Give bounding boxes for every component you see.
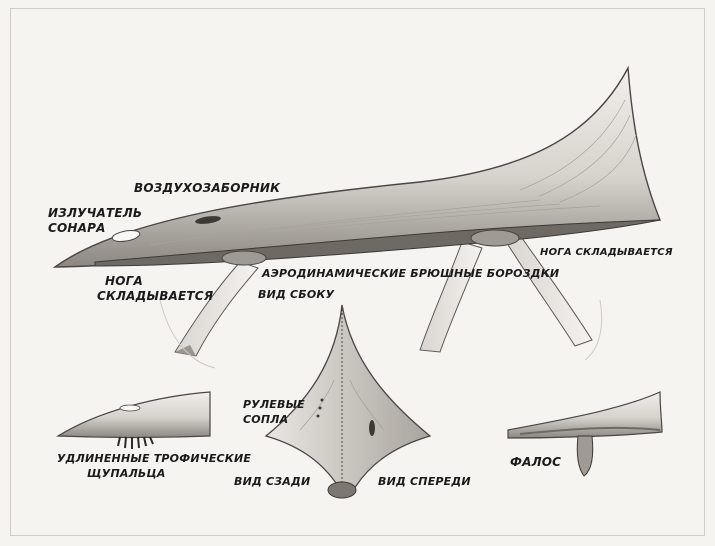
label-sonar-emitter: ИЗЛУЧАТЕЛЬ СОНАРА <box>48 206 142 236</box>
label-trophic-tentacles-line1: УДЛИНЕННЫЕ ТРОФИЧЕСКИЕ <box>57 452 252 465</box>
body-hull <box>52 65 662 268</box>
tentacle-detail-figure <box>56 391 211 449</box>
left-leg-joint <box>221 250 267 266</box>
phallus-detail-hull <box>507 391 663 439</box>
label-leg-folds-right: НОГА СКЛАДЫВАЕТСЯ <box>540 247 673 258</box>
label-phallus: ФАЛОС <box>510 455 562 469</box>
phallus-organ <box>576 435 594 477</box>
right-leg-joint <box>470 229 520 247</box>
label-rear-view: ВИД СЗАДИ <box>234 475 311 488</box>
tentacle-detail-hull <box>56 391 211 439</box>
label-side-view: ВИД СБОКУ <box>258 288 335 301</box>
phallus-detail-figure <box>507 391 663 477</box>
sheet-border <box>10 8 705 536</box>
label-leg-folds-left-line2: СКЛАДЫВАЕТСЯ <box>97 289 214 303</box>
label-steering-nozzles: РУЛЕВЫЕ СОПЛА <box>243 397 305 427</box>
label-sonar-emitter-line1: ИЗЛУЧАТЕЛЬ <box>48 206 143 220</box>
right-leg-back <box>504 237 593 347</box>
label-leg-folds-left: НОГА СКЛАДЫВАЕТСЯ <box>97 274 213 304</box>
sonar-emitter-spot <box>111 230 141 242</box>
label-trophic-tentacles-line2: ЩУПАЛЬЦА <box>87 467 166 480</box>
label-front-view: ВИД СПЕРЕДИ <box>378 475 471 488</box>
label-air-intake: ВОЗДУХОЗАБОРНИК <box>134 181 281 195</box>
label-steering-nozzles-line1: РУЛЕВЫЕ <box>243 398 305 411</box>
tentacles <box>117 436 154 449</box>
rear-front-view-figure <box>264 304 432 499</box>
label-sonar-emitter-line2: СОНАРА <box>48 221 106 235</box>
label-leg-folds-left-line1: НОГА <box>105 274 143 288</box>
label-aero-grooves: АЭРОДИНАМИЧЕСКИЕ БРЮШНЫЕ БОРОЗДКИ <box>262 267 560 280</box>
right-leg-front <box>419 241 483 353</box>
side-view-figure <box>52 65 662 369</box>
label-trophic-tentacles: УДЛИНЕННЫЕ ТРОФИЧЕСКИЕ ЩУПАЛЬЦА <box>57 451 251 481</box>
air-intake-slit <box>195 216 221 224</box>
label-steering-nozzles-line2: СОПЛА <box>243 413 289 426</box>
